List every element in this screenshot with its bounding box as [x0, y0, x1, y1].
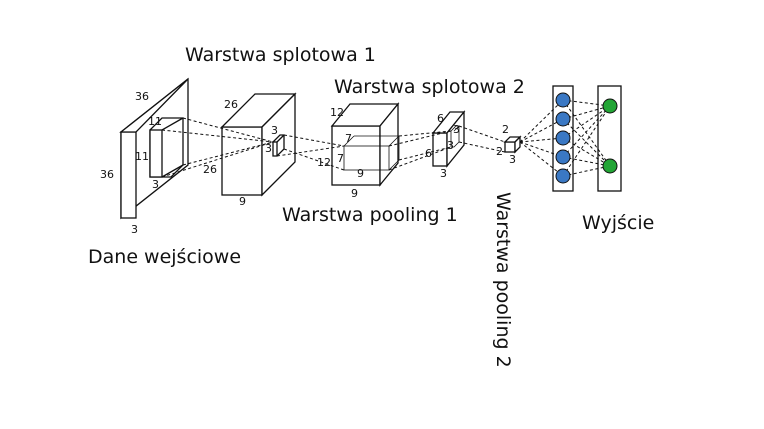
- hidden-to-output-line: [562, 118, 611, 167]
- pool2-to-hidden-line: [519, 141, 564, 177]
- hidden-node: [555, 111, 571, 127]
- hidden-to-output-line: [562, 105, 611, 139]
- conv2-height-label: 6: [437, 112, 444, 125]
- pool1-kernel-height-label: 7: [345, 132, 352, 145]
- input-width-label: 36: [100, 168, 114, 181]
- hidden-to-output-line: [562, 105, 611, 120]
- pool1-kernel: [343, 135, 400, 171]
- pool1-label: Warstwa pooling 1: [282, 204, 458, 226]
- pool1-kernel-depth-label: 9: [357, 167, 364, 180]
- pool2-to-hidden-line: [519, 118, 564, 143]
- pool2-label: Warstwa pooling 2: [492, 192, 514, 368]
- pool2-to-hidden-line: [519, 141, 564, 158]
- conv1-depth-label: 9: [239, 195, 246, 208]
- hidden-node: [555, 92, 571, 108]
- pool1-height-label: 12: [330, 106, 344, 119]
- hidden-to-output-line: [562, 165, 611, 177]
- kernel1-height-label: 11: [148, 115, 162, 128]
- hidden-to-output-line: [562, 137, 611, 167]
- conv1-height-label: 26: [224, 98, 238, 111]
- pool1-width-label: 12: [317, 156, 331, 169]
- hidden-node: [555, 130, 571, 146]
- hidden-to-output-line: [562, 105, 611, 158]
- hidden-to-output-line: [562, 99, 611, 167]
- pool2-depth-label: 3: [509, 153, 516, 166]
- conv2-width-label: 6: [425, 147, 432, 160]
- conv1-kernel: [272, 134, 285, 157]
- output-node: [602, 98, 618, 114]
- input-depth-label: 3: [131, 223, 138, 236]
- hidden-to-output-line: [562, 99, 611, 107]
- pool1-depth-label: 9: [351, 187, 358, 200]
- kernel3-width-label: 3: [447, 139, 454, 152]
- kernel1-depth-label: 3: [152, 178, 159, 191]
- output-nodes: [602, 98, 618, 174]
- kernel2-height-label: 3: [271, 124, 278, 137]
- hidden-nodes: [555, 92, 571, 184]
- hidden-node: [555, 168, 571, 184]
- kernel1-width-label: 11: [135, 150, 149, 163]
- conv1-label: Warstwa splotowa 1: [185, 44, 376, 66]
- pool2-width-label: 2: [496, 145, 503, 158]
- input-kernel: [149, 117, 184, 178]
- conv2-label: Warstwa splotowa 2: [334, 76, 525, 98]
- input-label: Dane wejściowe: [88, 246, 241, 268]
- pool2-to-hidden-line: [519, 99, 564, 143]
- projection-lines: [161, 117, 506, 178]
- kernel2-width-label: 3: [265, 142, 272, 155]
- conv2-depth-label: 3: [440, 167, 447, 180]
- pool1-kernel-width-label: 7: [337, 152, 344, 165]
- pool2-volume: [503, 135, 522, 154]
- input-height-label: 36: [135, 90, 149, 103]
- output-label: Wyjście: [582, 212, 654, 234]
- hidden-to-output-line: [562, 156, 611, 167]
- kernel3-height-label: 3: [453, 123, 460, 136]
- output-node: [602, 158, 618, 174]
- conv1-width-label: 26: [203, 163, 217, 176]
- conv2-volume: [431, 110, 466, 168]
- hidden-node: [555, 149, 571, 165]
- pool2-height-label: 2: [502, 123, 509, 136]
